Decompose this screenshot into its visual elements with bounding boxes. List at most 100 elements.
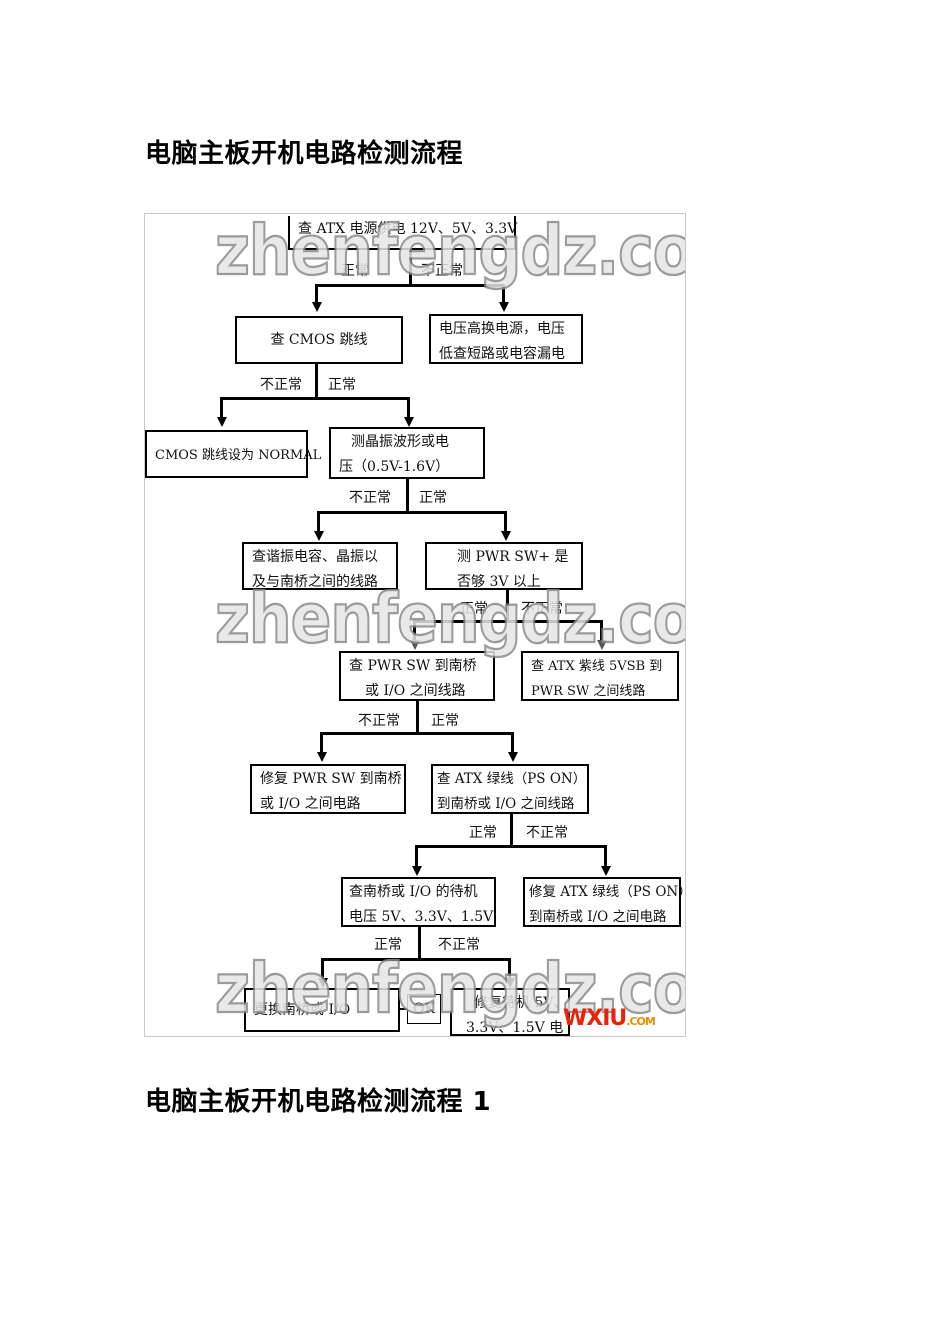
flow-node-repair-pwr-sw: 修复 PWR SW 到南桥 或 I/O 之间电路 <box>250 764 406 814</box>
connector <box>413 620 416 642</box>
flow-node-text: 或 I/O 之间线路 <box>365 683 466 699</box>
connector <box>504 511 507 533</box>
branch-label-abnormal: 不正常 <box>349 490 391 506</box>
connector <box>506 590 509 622</box>
flow-node-text: 查 ATX 紫线 5VSB 到 <box>531 659 663 674</box>
connector <box>508 958 511 980</box>
connector <box>315 284 505 287</box>
arrow <box>312 302 322 312</box>
watermark: zhenfengdz.com <box>214 213 685 292</box>
branch-label-normal: 正常 <box>431 713 459 729</box>
connector <box>502 284 505 304</box>
branch-label-abnormal: 不正常 <box>421 263 463 279</box>
watermark: zhenfengdz.com <box>214 948 685 1031</box>
connector <box>604 845 607 868</box>
flow-node-text: 低查短路或电容漏电 <box>439 346 565 362</box>
flow-node-text: 查南桥或 I/O 的待机 <box>349 884 478 900</box>
flow-node-check-standby-voltage: 查南桥或 I/O 的待机 电压 5V、3.3V、1.5V <box>341 877 496 927</box>
flow-node-text: 到南桥或 I/O 之间线路 <box>437 796 575 812</box>
connector <box>418 927 421 960</box>
page-title: 电脑主板开机电路检测流程 <box>145 139 464 169</box>
connector <box>315 364 318 399</box>
connector <box>320 732 514 735</box>
arrow <box>412 866 422 876</box>
flow-node-set-cmos-normal: CMOS 跳线设为 NORMAL <box>145 430 322 478</box>
flow-node-text: 查 PWR SW 到南桥 <box>349 658 477 674</box>
arrow <box>501 531 511 541</box>
connector <box>415 845 607 848</box>
logo-text: WXIU <box>563 1006 627 1031</box>
arrow <box>217 417 227 427</box>
flow-node-repair-standby: 修复待机 5V、 3.3V、1.5V 电 <box>450 988 570 1036</box>
flow-node-text: 修复待机 5V、 <box>474 995 568 1011</box>
wxiu-logo: WXIU.COM <box>563 1006 656 1031</box>
flow-node-ok: OK <box>407 994 441 1024</box>
flow-node-check-pwr-sw-line: 查 PWR SW 到南桥 或 I/O 之间线路 <box>339 651 495 701</box>
connector <box>315 284 318 304</box>
arrow <box>410 640 420 650</box>
flow-node-measure-crystal: 测晶振波形或电 压（0.5V-1.6V） <box>329 427 485 479</box>
flow-node-check-ps-on: 查 ATX 绿线（PS ON） 到南桥或 I/O 之间线路 <box>431 764 589 814</box>
connector <box>321 958 511 961</box>
branch-label-normal: 正常 <box>328 377 356 393</box>
flow-node-text: CMOS 跳线设为 NORMAL <box>155 448 322 463</box>
branch-label-abnormal: 不正常 <box>260 377 302 393</box>
arrow <box>499 302 509 312</box>
flow-node-text: OK <box>413 1001 435 1017</box>
flow-node-text: 修复 PWR SW 到南桥 <box>260 771 402 787</box>
branch-label-abnormal: 不正常 <box>438 937 480 953</box>
arrow <box>601 866 611 876</box>
flow-node-replace-south-bridge: 更换南桥或 I/O <box>244 988 400 1032</box>
arrow <box>508 752 518 762</box>
connector <box>220 397 410 400</box>
flow-node-text: 或 I/O 之间电路 <box>260 796 361 812</box>
flow-node-text: 测晶振波形或电 <box>351 434 449 450</box>
flow-node-check-atx-power: 查 ATX 电源供电 12V、5V、3.3V <box>288 216 517 250</box>
branch-label-abnormal: 不正常 <box>521 601 563 617</box>
section-title: 电脑主板开机电路检测流程 1 <box>145 1087 492 1117</box>
branch-label-normal: 正常 <box>419 490 447 506</box>
flow-node-text: 压（0.5V-1.6V） <box>339 459 450 475</box>
flow-node-text: 3.3V、1.5V 电 <box>466 1020 564 1036</box>
branch-label-abnormal: 不正常 <box>358 713 400 729</box>
flow-node-text: 更换南桥或 I/O <box>254 1002 351 1018</box>
branch-label-normal: 正常 <box>469 825 497 841</box>
connector <box>409 250 412 286</box>
flow-node-check-5vsb-line: 查 ATX 紫线 5VSB 到 PWR SW 之间线路 <box>521 651 679 701</box>
connector <box>510 814 513 847</box>
branch-label-normal: 正常 <box>341 263 369 279</box>
connector <box>415 845 418 868</box>
logo-suffix: .COM <box>626 1015 656 1028</box>
connector <box>317 511 320 533</box>
connector <box>220 397 223 419</box>
connector <box>320 732 323 754</box>
flow-node-text: 到南桥或 I/O 之间电路 <box>529 909 667 925</box>
flow-node-text: 修复 ATX 绿线（PS ON） <box>529 884 686 900</box>
connector <box>413 620 603 623</box>
flow-node-text: 测 PWR SW+ 是 <box>457 549 569 565</box>
flow-node-repair-ps-on: 修复 ATX 绿线（PS ON） 到南桥或 I/O 之间电路 <box>523 877 686 927</box>
connector <box>317 511 507 514</box>
flow-node-measure-pwr-sw: 测 PWR SW+ 是 否够 3V 以上 <box>425 542 583 590</box>
arrow <box>318 978 328 988</box>
flow-node-text: 查 CMOS 跳线 <box>270 332 368 348</box>
connector <box>600 620 603 642</box>
flow-node-check-cmos-jumper: 查 CMOS 跳线 <box>235 316 403 364</box>
arrow <box>505 978 515 988</box>
connector <box>511 732 514 754</box>
flow-node-text: 及与南桥之间的线路 <box>252 574 378 590</box>
connector <box>416 701 419 734</box>
flow-node-text: 查 ATX 绿线（PS ON） <box>437 771 587 787</box>
flow-node-text: 否够 3V 以上 <box>457 574 541 590</box>
connector <box>400 1008 408 1010</box>
flow-node-text: 电压高换电源，电压 <box>439 321 565 337</box>
arrow <box>317 752 327 762</box>
branch-label-abnormal: 不正常 <box>526 825 568 841</box>
connector <box>321 958 324 980</box>
flow-node-text: PWR SW 之间线路 <box>531 684 646 699</box>
flow-node-voltage-check: 电压高换电源，电压 低查短路或电容漏电 <box>429 314 583 364</box>
branch-label-normal: 正常 <box>374 937 402 953</box>
branch-label-normal: 正常 <box>460 601 488 617</box>
watermark: zhenfengdz.com <box>214 578 685 661</box>
flow-node-text: 电压 5V、3.3V、1.5V <box>349 909 494 925</box>
